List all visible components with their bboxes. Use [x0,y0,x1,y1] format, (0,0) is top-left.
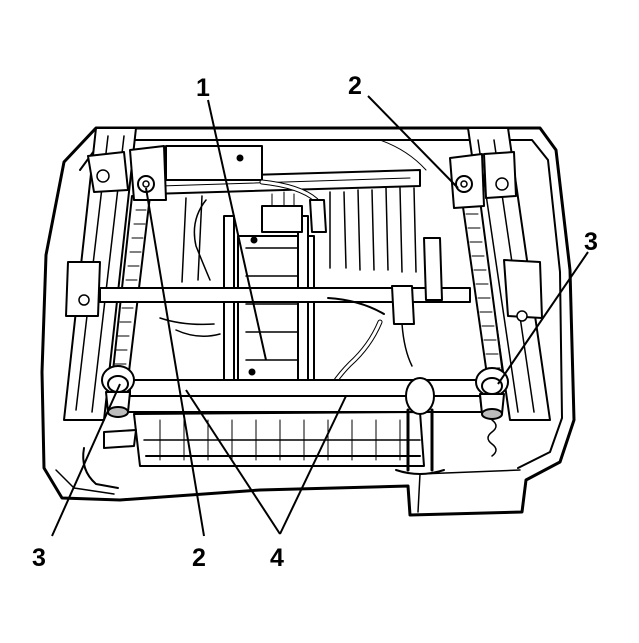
leader-callout-1 [207,99,267,361]
callout-label-4: 4 [270,544,284,572]
leader-callout-3-right [497,251,589,385]
adjuster-latch-assembly [391,237,445,475]
right-front-spring [487,419,497,457]
seat-springs [181,187,417,283]
leader-callout-4-b [279,395,347,535]
leader-callout-2-bottom [145,187,205,537]
right-rear-bolt-icon [455,175,473,193]
callout-labels: 1 2 3 3 2 4 [32,72,598,572]
right-rear-riser-bracket [449,151,517,209]
callout-label-3-left: 3 [32,544,46,572]
recliner-motor-module [165,145,315,409]
callout-label-1: 1 [196,74,210,102]
right-adjuster-track [461,127,551,421]
left-front-pivot [101,365,135,418]
right-front-pivot [475,367,509,420]
callout-label-2-top: 2 [348,72,362,100]
front-cross-tube [119,379,485,413]
leader-callout-2-top [367,95,459,189]
callout-label-2-bottom: 2 [192,544,206,572]
leader-callout-4-a [185,389,281,535]
callout-leaders [51,95,589,537]
front-spring-panel [133,411,425,467]
callout-label-3-right: 3 [584,228,598,256]
front-left-strap [82,429,137,489]
left-rear-riser-bracket [87,145,167,201]
leader-callout-3-left [51,383,121,537]
middle-cross-tube [99,287,471,303]
